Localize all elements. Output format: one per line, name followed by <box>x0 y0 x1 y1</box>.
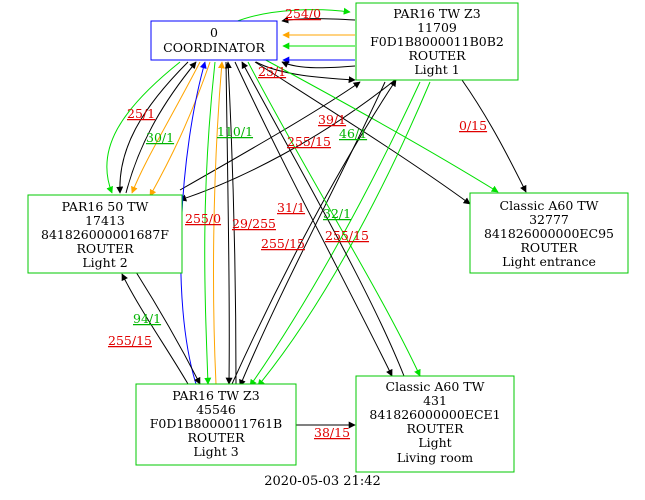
edge-light1-light2-black <box>179 79 396 202</box>
edge-light1-light3-green <box>249 81 421 387</box>
node-light-1-line-1: 11709 <box>417 20 457 35</box>
node-light-2: PAR16 50 TW 17413 841826000001687F ROUTE… <box>27 194 183 274</box>
edge-light1-coord-black <box>281 16 356 24</box>
node-light-2-line-1: 17413 <box>85 213 125 228</box>
edge-light1-coord-black-2 <box>281 61 356 69</box>
node-light-3-line-4: Light 3 <box>193 444 238 459</box>
node-light-3-line-3: ROUTER <box>187 430 245 445</box>
edge-label-110-1: 110/1 <box>217 124 253 139</box>
edge-coord-entrance-black <box>254 61 471 205</box>
edge-living-coord-black <box>241 61 405 377</box>
edge-label-0-15: 0/15 <box>459 118 487 133</box>
node-light-living-room: Classic A60 TW 431 841826000000ECE1 ROUT… <box>355 375 515 473</box>
node-light-1-line-3: ROUTER <box>408 48 466 63</box>
node-living-room-line-1: 431 <box>423 393 447 408</box>
edge-label-255-15-b: 255/15 <box>325 228 369 243</box>
node-light-1-line-0: PAR16 TW Z3 <box>393 6 480 21</box>
edge-light2-coord-black <box>125 61 197 194</box>
node-living-room-line-4: Light <box>418 435 451 450</box>
edge-light2-light1-black <box>179 81 361 191</box>
edge-light1-entrance-black <box>461 79 527 193</box>
edge-light2-light3-black <box>135 271 201 385</box>
node-light-1: PAR16 TW Z3 11709 F0D1B8000011B0B2 ROUTE… <box>355 2 519 81</box>
edge-label-254-0: 254/0 <box>285 6 321 21</box>
edge-labels: 254/0 25/1 25/1 30/1 110/1 39/1 46/1 255… <box>108 6 487 440</box>
edge-coord-light1-black <box>255 61 356 84</box>
node-light-entrance-line-0: Classic A60 TW <box>500 198 599 213</box>
node-light-entrance-line-4: Light entrance <box>502 254 596 269</box>
edge-coord-light2-green <box>106 61 181 194</box>
edge-coord-entrance-green <box>261 57 499 193</box>
edge-label-31-1: 31/1 <box>277 200 305 215</box>
timestamp-footer: 2020-05-03 21:42 <box>264 474 381 489</box>
node-light-2-line-3: ROUTER <box>76 241 134 256</box>
node-living-room-line-2: 841826000000ECE1 <box>369 407 500 422</box>
edge-label-29-255: 29/255 <box>232 216 276 231</box>
edge-label-30-1: 30/1 <box>146 130 174 145</box>
edge-coord-living-black <box>234 61 393 377</box>
edge-light1-light3-black <box>239 81 386 387</box>
node-coordinator: 0 COORDINATOR <box>150 20 278 61</box>
node-living-room-line-3: ROUTER <box>406 421 464 436</box>
edge-label-46-1: 46/1 <box>339 126 367 141</box>
node-coordinator-line-0: 0 <box>210 25 218 40</box>
node-light-2-line-2: 841826000001687F <box>41 227 169 242</box>
edge-light3-light2-black <box>121 273 189 385</box>
edge-label-255-15-c: 255/15 <box>261 236 305 251</box>
edge-label-32-1: 32/1 <box>323 206 351 221</box>
edge-coord-light1-green <box>234 7 351 23</box>
node-light-entrance-line-1: 32777 <box>529 212 569 227</box>
edge-label-255-15-d: 255/15 <box>108 333 152 348</box>
node-light-entrance-line-2: 841826000000EC95 <box>484 226 614 241</box>
edge-light3-light1-black <box>231 79 397 385</box>
edge-coord-light2-orange-2 <box>149 61 211 197</box>
node-light-3: PAR16 TW Z3 45546 F0D1B8000011761B ROUTE… <box>135 383 297 466</box>
node-light-entrance: Classic A60 TW 32777 841826000000EC95 RO… <box>469 192 629 274</box>
node-light-2-line-0: PAR16 50 TW <box>62 199 149 214</box>
node-light-3-line-2: F0D1B8000011761B <box>150 416 283 431</box>
node-light-3-line-0: PAR16 TW Z3 <box>172 388 259 403</box>
node-light-entrance-line-3: ROUTER <box>520 240 578 255</box>
edge-label-25-1-top: 25/1 <box>258 64 286 79</box>
edge-light3-coord-black <box>224 61 237 385</box>
node-light-2-line-4: Light 2 <box>82 255 127 270</box>
edges <box>106 7 527 429</box>
edge-label-255-15-a: 255/15 <box>287 134 331 149</box>
node-light-1-line-4: Light 1 <box>414 62 459 77</box>
edge-coord-light3-black <box>225 61 233 385</box>
edge-label-38-15: 38/15 <box>314 425 350 440</box>
edge-label-255-0: 255/0 <box>185 211 221 226</box>
edge-label-25-1-left: 25/1 <box>127 106 155 121</box>
edge-coord-light3-green <box>204 61 216 385</box>
node-living-room-line-0: Classic A60 TW <box>386 379 485 394</box>
node-light-3-line-1: 45546 <box>196 402 236 417</box>
node-light-1-line-2: F0D1B8000011B0B2 <box>370 34 504 49</box>
edge-light3-coord-orange <box>213 61 225 385</box>
edge-coord-living-green <box>247 61 421 377</box>
edge-label-94-1: 94/1 <box>133 311 161 326</box>
node-coordinator-line-1: COORDINATOR <box>163 40 265 55</box>
edge-label-39-1: 39/1 <box>318 112 346 127</box>
edge-coord-light2-orange <box>131 61 201 194</box>
edge-coord-light2-black <box>116 61 189 194</box>
edge-light1-light3-green-2 <box>257 81 431 387</box>
node-living-room-line-5: Living room <box>397 450 473 465</box>
